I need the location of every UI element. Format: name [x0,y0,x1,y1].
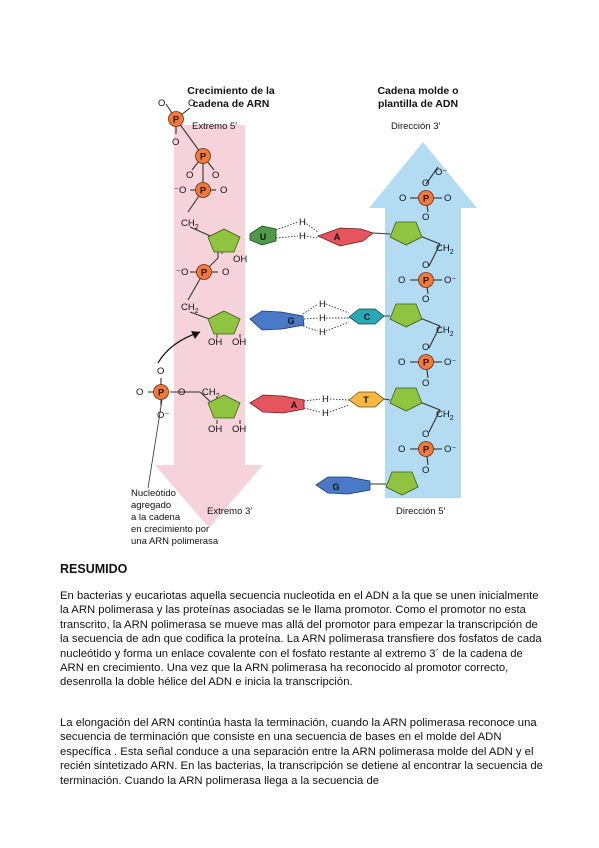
svg-text:O: O [158,98,165,109]
section-heading: RESUMIDO [60,562,128,576]
svg-text:O⁻: O⁻ [157,410,169,421]
right-bottom-dir: Dirección 5′ [396,506,446,517]
svg-text:CH2: CH2 [436,325,454,338]
svg-text:⁻O: ⁻O [176,267,188,278]
svg-text:O⁻: O⁻ [435,167,447,178]
svg-text:H: H [322,408,329,419]
svg-text:⁻O: ⁻O [174,185,186,196]
svg-text:H: H [299,231,306,242]
base-c: C [364,312,371,322]
rna-growth-arrow [155,125,263,528]
svg-text:O: O [398,444,405,455]
right-top-dir: Dirección 3′ [391,121,441,132]
svg-text:O: O [188,98,195,109]
svg-text:O: O [422,465,429,476]
svg-text:O: O [178,387,185,398]
left-top-end: Extremo 5′ [192,121,237,132]
svg-text:agregado: agregado [131,500,171,511]
svg-text:O: O [399,193,406,204]
svg-text:O: O [422,294,429,305]
svg-text:O⁻: O⁻ [444,357,456,368]
svg-text:O: O [212,170,219,181]
svg-text:H: H [319,299,326,310]
svg-text:O: O [220,185,227,196]
svg-text:O: O [186,170,193,181]
svg-text:O: O [422,212,429,223]
left-title-line2: cadena de ARN [193,98,270,110]
svg-text:una ARN polimerasa: una ARN polimerasa [131,536,219,547]
svg-text:a la cadena: a la cadena [131,512,181,523]
svg-text:O: O [136,387,143,398]
base-g-left: G [287,316,294,326]
svg-text:OH: OH [208,424,222,435]
right-title-line2: plantilla de ADN [378,98,458,110]
transcription-figure: P Crecimiento de la cadena de ARN Cadena… [131,85,477,547]
svg-text:O⁻: O⁻ [444,275,456,286]
svg-text:O: O [422,342,429,353]
svg-text:O: O [398,357,405,368]
svg-text:OH: OH [232,424,246,435]
svg-text:H: H [322,394,329,405]
base-u: U [260,232,267,242]
base-a-left: A [291,400,298,410]
svg-text:O: O [172,137,179,148]
left-bottom-end: Extremo 3′ [207,506,252,517]
base-t: T [363,395,369,405]
paragraph-2: La elongación del ARN continúa hasta la … [60,717,543,787]
base-g-bottom: G [332,482,339,492]
svg-text:O: O [444,193,451,204]
svg-text:O: O [422,429,429,440]
svg-text:CH2: CH2 [436,243,454,256]
base-a-right: A [334,232,341,242]
svg-text:H: H [299,217,306,228]
svg-text:O: O [398,275,405,286]
svg-text:O: O [422,378,429,389]
svg-text:O⁻: O⁻ [444,444,456,455]
svg-text:O: O [422,260,429,271]
svg-text:en crecimiento por: en crecimiento por [131,524,209,535]
svg-text:O: O [422,178,429,189]
paragraph-1: En bacterias y eucariotas aquella secuen… [60,590,542,689]
svg-text:H: H [319,327,326,338]
svg-text:CH2: CH2 [202,387,220,400]
svg-text:O: O [157,366,164,377]
svg-text:O: O [222,267,229,278]
nucleotide-note: Nucleótido agregado a la cadena en creci… [131,488,219,547]
svg-text:Nucleótido: Nucleótido [131,488,176,499]
svg-text:H: H [319,313,326,324]
svg-text:CH2: CH2 [181,302,199,315]
svg-text:OH: OH [233,254,247,265]
left-title-line1: Crecimiento de la [187,85,275,97]
svg-text:CH2: CH2 [181,218,199,231]
right-title-line1: Cadena molde o [377,85,458,97]
svg-text:OH: OH [232,337,246,348]
svg-text:CH2: CH2 [436,409,454,422]
svg-text:OH: OH [208,337,222,348]
